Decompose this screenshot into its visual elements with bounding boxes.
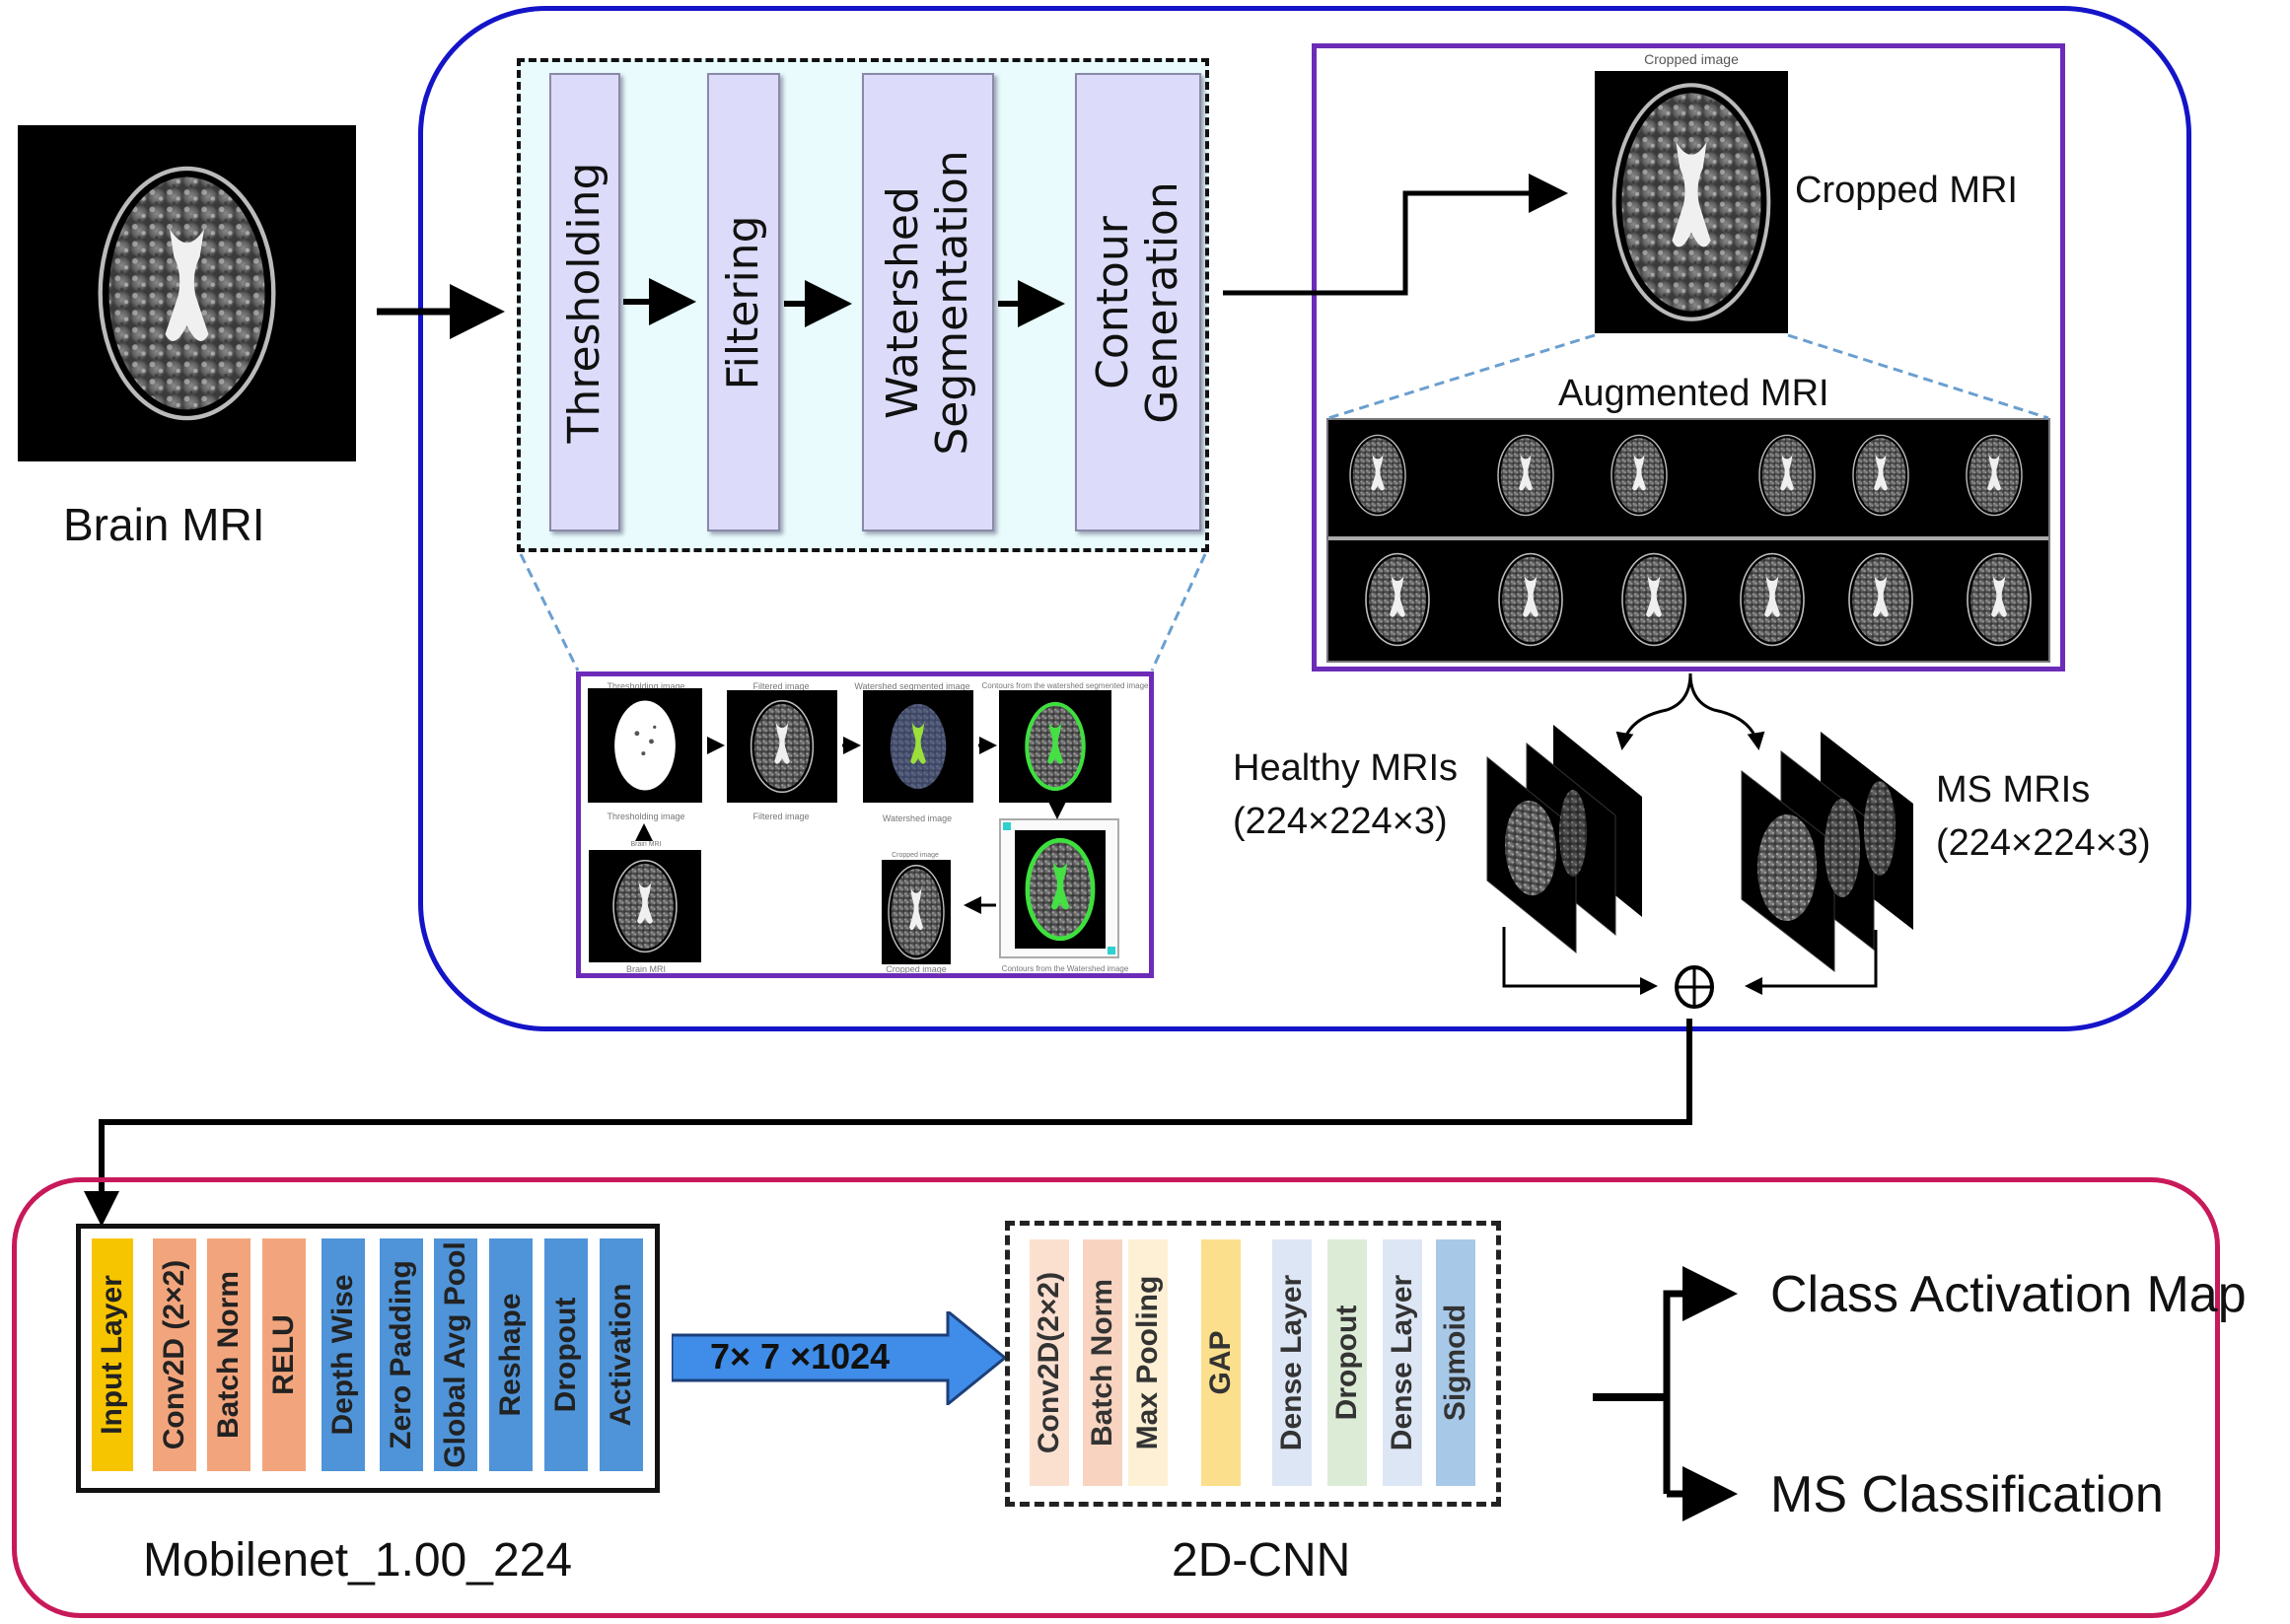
mobilenet-layer: Dropout: [544, 1238, 588, 1471]
inset-filtered-image: [727, 690, 837, 803]
step-watershed-segmentation: Watershed Segmentation: [862, 73, 994, 531]
cnn-layer: Sigmoid: [1436, 1239, 1475, 1486]
layer-label: Input Layer: [96, 1275, 128, 1435]
mobilenet-layer: Activation: [600, 1238, 643, 1471]
inset-caption-watershed: Watershed image: [882, 813, 953, 823]
augmented-thumbnail: [1841, 548, 1920, 651]
inset-contours-image: [999, 690, 1111, 803]
inset-caption-contours: Contours from the Watershed image: [1001, 964, 1129, 973]
inset-caption-thresholding: Thresholding image: [607, 812, 685, 821]
layer-label: Dropout: [1330, 1305, 1363, 1421]
inset-caption-cropped: Cropped image: [886, 964, 947, 974]
inset-caption-brain-mri: Brain MRI: [625, 964, 666, 974]
cnn-layer: Dense Layer: [1383, 1239, 1422, 1486]
layer-label: Dropout: [549, 1297, 582, 1413]
step-label: Filtering: [718, 214, 768, 390]
augmented-thumbnail: [1733, 548, 1812, 651]
layer-label: Activation: [605, 1283, 637, 1427]
augmented-thumbnail: [1960, 430, 2029, 521]
ms-mris-shape: (224×224×3): [1936, 822, 2151, 864]
inset-watershed-image: [863, 690, 973, 803]
layer-label: Conv2D(2×2): [1033, 1271, 1065, 1454]
inset-caption-filtered-top: Filtered image: [752, 681, 810, 691]
augmented-thumbnail: [1605, 430, 1674, 521]
step-filtering: Filtering: [707, 73, 780, 531]
inset-caption-watershed-top: Watershed segmented image: [854, 681, 970, 691]
mobilenet-layer: RELU: [262, 1238, 306, 1471]
augmented-thumbnail: [1491, 548, 1570, 651]
layer-label: Dense Layer: [1275, 1274, 1308, 1451]
inset-caption-filtered: Filtered image: [752, 812, 810, 821]
layer-label: GAP: [1204, 1330, 1237, 1395]
inset-caption-cropped-top: Cropped image: [892, 852, 939, 859]
inset-contour-preview-image: [1015, 830, 1106, 949]
mobilenet-layer: Depth Wise: [322, 1238, 365, 1471]
inset-brain-mri-image: [589, 850, 701, 962]
layer-label: RELU: [267, 1314, 300, 1395]
step-contour-generation: Contour Generation: [1075, 73, 1201, 531]
cnn-layer: Conv2D(2×2): [1030, 1239, 1069, 1486]
augmented-thumbnail: [1358, 548, 1437, 651]
step-thresholding: Thresholding: [549, 73, 620, 531]
augmented-thumbnail: [1614, 548, 1693, 651]
output-ms-classification: MS Classification: [1770, 1466, 2164, 1523]
handle-icon: [1003, 822, 1011, 830]
layer-label: Batch Norm: [1086, 1278, 1118, 1447]
cnn-block: [1005, 1221, 1501, 1507]
cnn-layer: Max Pooling: [1128, 1239, 1168, 1486]
layer-label: Max Pooling: [1131, 1275, 1164, 1450]
ms-mris-label: MS MRIs: [1936, 769, 2091, 811]
mobilenet-layer: Input Layer: [92, 1238, 133, 1471]
mobilenet-layer: Batch Norm: [207, 1238, 250, 1471]
cnn-caption: 2D-CNN: [1172, 1534, 1351, 1587]
mobilenet-caption: Mobilenet_1.00_224: [143, 1534, 573, 1587]
inset-contour-preview-frame: [999, 818, 1119, 958]
mobilenet-layer: Conv2D (2×2): [153, 1238, 196, 1471]
layer-label: Sigmoid: [1439, 1304, 1471, 1422]
cnn-layer: Dropout: [1327, 1239, 1367, 1486]
healthy-mris-shape: (224×224×3): [1233, 801, 1448, 842]
step-label: Watershed Segmentation: [878, 149, 977, 456]
layer-label: Conv2D (2×2): [158, 1259, 190, 1450]
layer-label: Reshape: [494, 1293, 527, 1417]
inset-caption-thresholding-top: Thresholding image: [607, 681, 685, 691]
mobilenet-layer: Global Avg Pool: [434, 1238, 477, 1471]
cnn-layer: Batch Norm: [1083, 1239, 1122, 1486]
augmented-row-divider: [1328, 536, 2048, 540]
input-brain-mri-image: [18, 125, 356, 461]
augmented-thumbnail: [1846, 430, 1915, 521]
augmented-thumbnail: [1491, 430, 1560, 521]
cropped-mri-image: [1595, 71, 1788, 333]
input-label: Brain MRI: [63, 499, 265, 550]
inset-caption-contours-top: Contours from the watershed segmented im…: [981, 681, 1149, 690]
cnn-layer: GAP: [1201, 1239, 1241, 1486]
feature-map-arrow: [672, 1311, 1007, 1405]
mobilenet-layer: Reshape: [489, 1238, 533, 1471]
mobilenet-layer: Zero Padding: [380, 1238, 423, 1471]
layer-label: Depth Wise: [326, 1274, 359, 1436]
model-stage-container: [12, 1177, 2220, 1618]
cropped-image-title: Cropped image: [1644, 51, 1739, 67]
layer-label: Dense Layer: [1386, 1274, 1418, 1451]
inset-thresholding-image: [588, 688, 702, 803]
inset-caption-brain-mri-top: Brain MRI: [630, 841, 662, 848]
augmented-thumbnail: [1753, 430, 1822, 521]
layer-label: Batch Norm: [212, 1270, 245, 1440]
augmented-thumbnail: [1960, 548, 2039, 651]
cnn-layer: Dense Layer: [1272, 1239, 1312, 1486]
cropped-mri-label: Cropped MRI: [1795, 170, 2018, 211]
step-label: Contour Generation: [1088, 180, 1187, 424]
augmented-mri-label: Augmented MRI: [1558, 373, 1829, 414]
feature-map-shape-label: 7× 7 ×1024: [710, 1336, 891, 1377]
layer-label: Global Avg Pool: [439, 1241, 471, 1468]
augmented-thumbnail: [1343, 430, 1412, 521]
inset-cropped-image: [882, 860, 951, 964]
handle-icon: [1108, 947, 1115, 954]
layer-label: Zero Padding: [385, 1260, 417, 1449]
healthy-mris-label: Healthy MRIs: [1233, 747, 1459, 789]
output-class-activation-map: Class Activation Map: [1770, 1266, 2247, 1323]
step-label: Thresholding: [559, 162, 609, 443]
augmented-mri-grid: [1326, 418, 2050, 663]
